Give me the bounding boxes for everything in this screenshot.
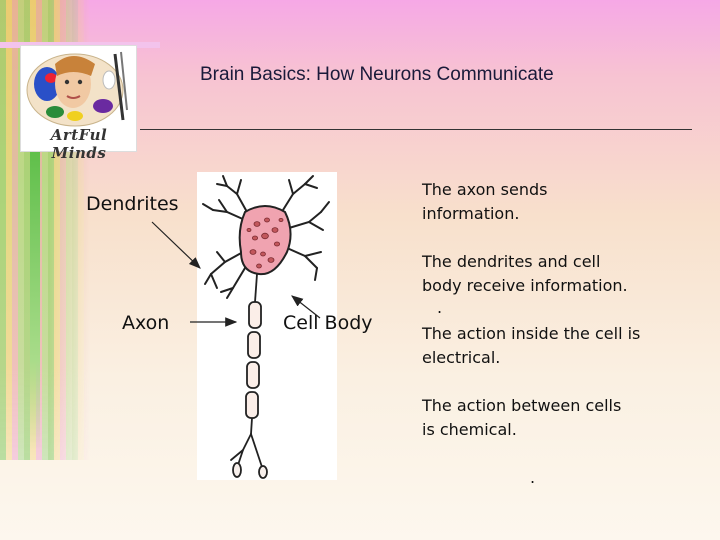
note-dendrites-receive: The dendrites and cell body receive info…: [422, 250, 628, 298]
label-cell-body: Cell Body: [283, 312, 373, 334]
palette-face-logo-icon: [25, 50, 131, 128]
note-inside-electrical: The action inside the cell is electrical…: [422, 322, 640, 370]
decorative-green-bar: [30, 150, 40, 450]
note-between-chemical: The action between cells is chemical.: [422, 394, 621, 442]
note-axon-sends: The axon sends information.: [422, 178, 547, 226]
title-divider: [140, 129, 692, 130]
slide-title: Brain Basics: How Neurons Communicate: [200, 64, 554, 86]
artful-minds-logo: ArtFul Minds: [20, 45, 137, 152]
note-dot-bottom: .: [530, 466, 535, 490]
note-dot: .: [437, 296, 442, 320]
label-dendrites: Dendrites: [86, 193, 179, 215]
logo-text: ArtFul Minds: [23, 126, 135, 162]
label-axon: Axon: [122, 312, 169, 334]
